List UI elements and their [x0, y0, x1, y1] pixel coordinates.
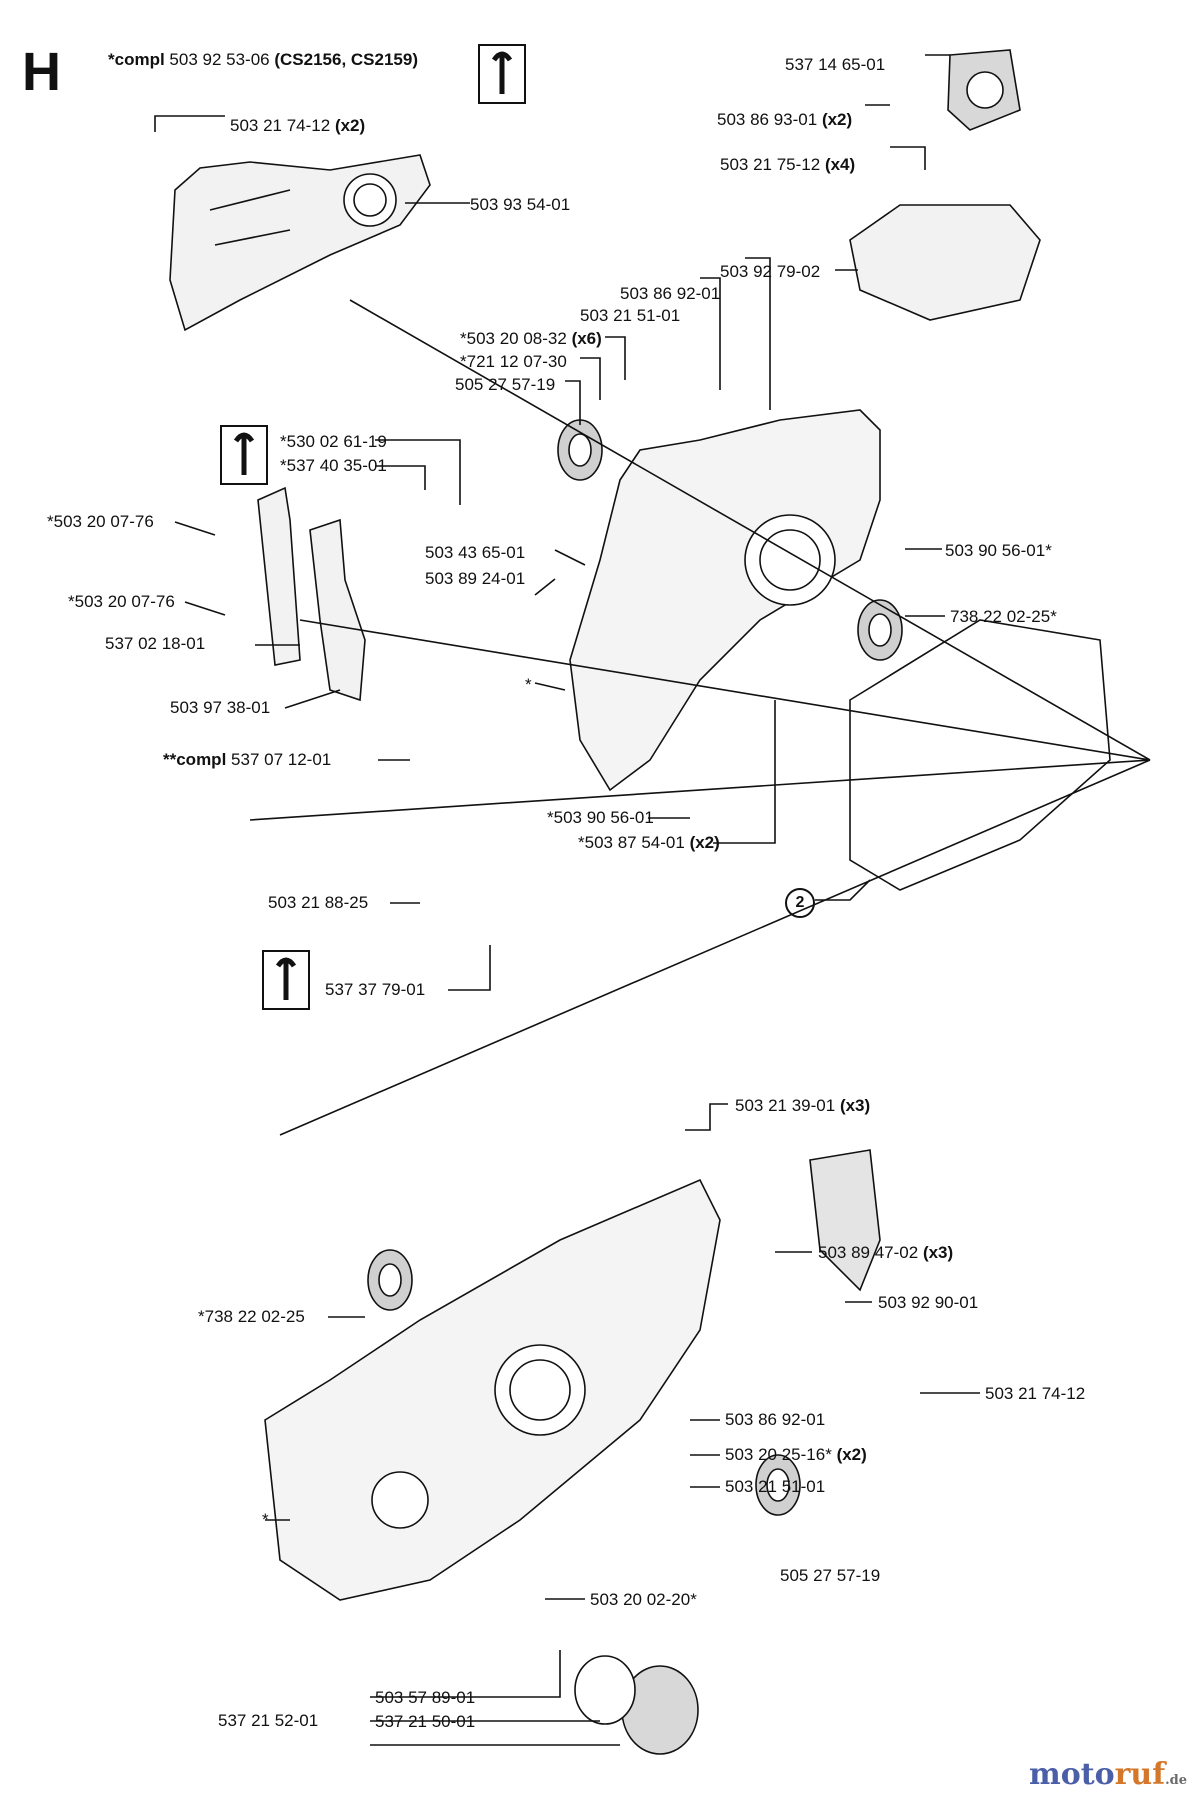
- part-label: 503 21 51-01: [725, 1477, 826, 1496]
- part-label: 503 21 74-12: [985, 1384, 1086, 1403]
- part-label: *503 20 08-32 (x6): [460, 329, 602, 348]
- header-number: 503 92 53-06: [169, 50, 270, 69]
- part-label: 503 20 25-16* (x2): [725, 1445, 867, 1464]
- tool-wrench-icon: [262, 950, 310, 1010]
- part-label: *537 40 35-01: [280, 456, 387, 475]
- part-label: 503 21 88-25: [268, 893, 369, 912]
- part-label: 503 89 24-01: [425, 569, 526, 588]
- part-label: **compl 537 07 12-01: [163, 750, 332, 769]
- part-label: 503 92 90-01: [878, 1293, 979, 1312]
- part-label: *503 20 07-76: [47, 512, 154, 531]
- part-label: 503 86 92-01: [620, 284, 721, 303]
- header-prefix: *compl: [108, 50, 165, 69]
- part-label: 537 21 50-01: [375, 1712, 476, 1731]
- part-label: 738 22 02-25*: [950, 607, 1057, 626]
- part-label: 503 21 75-12 (x4): [720, 155, 856, 174]
- part-label: 503 97 38-01: [170, 698, 271, 717]
- part-label: *: [262, 1510, 269, 1529]
- part-label: 503 21 51-01: [580, 306, 681, 325]
- part-label: *503 87 54-01 (x2): [578, 833, 720, 852]
- part-label: 503 43 65-01: [425, 543, 526, 562]
- brand-logo: motoruf.de: [1028, 1757, 1187, 1792]
- tool-wrench-icon: [478, 44, 526, 104]
- section-letter: H: [22, 42, 61, 102]
- part-label: *530 02 61-19: [280, 432, 387, 451]
- part-label: 503 20 02-20*: [590, 1590, 697, 1609]
- part-label: 503 89 47-02 (x3): [818, 1243, 954, 1262]
- part-label: 505 27 57-19: [780, 1566, 881, 1585]
- part-label: 537 21 52-01: [218, 1711, 319, 1730]
- part-label: *: [525, 675, 532, 694]
- part-label: *721 12 07-30: [460, 352, 567, 371]
- part-label: 503 21 74-12 (x2): [230, 116, 366, 135]
- assembly-header: *compl 503 92 53-06 (CS2156, CS2159): [108, 50, 418, 70]
- part-label: *738 22 02-25: [198, 1307, 305, 1326]
- part-label: *503 20 07-76: [68, 592, 175, 611]
- part-label: 537 37 79-01: [325, 980, 426, 999]
- part-label: 503 21 39-01 (x3): [735, 1096, 871, 1115]
- part-label: 503 57 89-01: [375, 1688, 476, 1707]
- part-label: 503 86 92-01: [725, 1410, 826, 1429]
- part-label: 503 90 56-01*: [945, 541, 1052, 560]
- part-label: 537 14 65-01: [785, 55, 886, 74]
- part-label: 505 27 57-19: [455, 375, 556, 394]
- part-label: 503 92 79-02: [720, 262, 821, 281]
- part-label: 537 02 18-01: [105, 634, 206, 653]
- part-label: 503 93 54-01: [470, 195, 571, 214]
- part-label: *503 90 56-01: [547, 808, 654, 827]
- part-label: 503 86 93-01 (x2): [717, 110, 853, 129]
- tool-wrench-icon: [220, 425, 268, 485]
- header-models: (CS2156, CS2159): [274, 50, 418, 69]
- callout-circle: 2: [785, 888, 815, 918]
